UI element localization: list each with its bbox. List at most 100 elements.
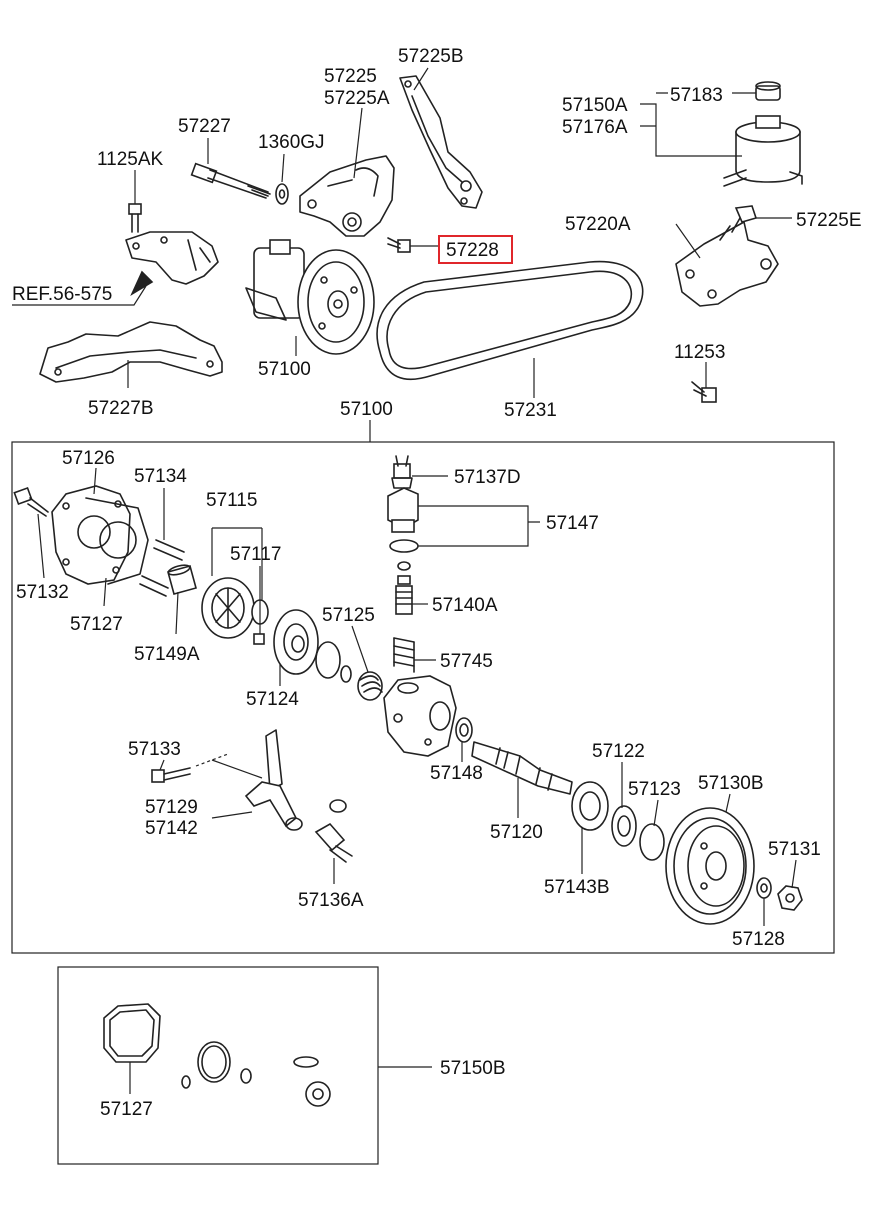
label-57225b[interactable]: 57225B <box>398 46 464 67</box>
bolt-57132-drawing <box>13 486 49 517</box>
label-1125ak[interactable]: 1125AK <box>97 149 164 170</box>
label-57136a[interactable]: 57136A <box>298 890 364 911</box>
spring-57125-drawing <box>357 671 383 701</box>
label-57147[interactable]: 57147 <box>546 513 599 534</box>
leader-57149a <box>175 591 179 635</box>
bracket-57225b-drawing <box>399 75 483 209</box>
label-57122[interactable]: 57122 <box>592 741 645 762</box>
union-57147-drawing <box>387 487 419 553</box>
bracket-ref-drawing <box>125 231 219 285</box>
label-57123[interactable]: 57123 <box>628 779 681 800</box>
bolt-57227-drawing <box>190 162 271 199</box>
label-57130b[interactable]: 57130B <box>698 773 764 794</box>
label-57220a[interactable]: 57220A <box>565 214 631 235</box>
leader-57123 <box>653 799 659 827</box>
leader-57127a <box>103 577 107 607</box>
label-57100-top[interactable]: 57100 <box>258 359 311 380</box>
leader-57225b <box>413 67 429 91</box>
pump-57100-drawing <box>245 239 375 355</box>
label-ref-56-575[interactable]: REF.56-575 <box>12 284 112 305</box>
bolt-57228-drawing <box>387 237 411 253</box>
label-57225[interactable]: 57225 <box>324 66 377 87</box>
label-57100-exploded[interactable]: 57100 <box>340 399 393 420</box>
reservoir-57150a-drawing <box>723 115 803 187</box>
label-57143b[interactable]: 57143B <box>544 877 610 898</box>
label-57227[interactable]: 57227 <box>178 116 231 137</box>
pipe-57129-drawing <box>244 729 303 831</box>
label-57225a[interactable]: 57225A <box>324 88 390 109</box>
leader-57129 <box>211 811 253 819</box>
label-57126[interactable]: 57126 <box>62 448 115 469</box>
leader-ref <box>12 285 147 306</box>
label-57150b[interactable]: 57150B <box>440 1058 506 1079</box>
label-57148[interactable]: 57148 <box>430 763 483 784</box>
label-1360gj[interactable]: 1360GJ <box>258 132 325 153</box>
leader-57220a <box>675 223 701 259</box>
leader-57150a <box>640 92 742 157</box>
ref-arrow-icon <box>130 270 154 297</box>
label-57134[interactable]: 57134 <box>134 466 187 487</box>
label-57124[interactable]: 57124 <box>246 689 299 710</box>
label-57132[interactable]: 57132 <box>16 582 69 603</box>
seal-57148-drawing <box>455 717 473 743</box>
fitting-57137d-drawing <box>391 455 413 489</box>
label-57117[interactable]: 57117 <box>230 544 281 565</box>
gasket-kit-parts-drawing <box>103 1003 331 1107</box>
pulley-57130b-drawing <box>665 807 755 925</box>
leader-57130b <box>725 793 731 813</box>
label-57745[interactable]: 57745 <box>440 651 493 672</box>
label-57176a[interactable]: 57176A <box>562 117 628 138</box>
gasket-kit-frame <box>57 966 379 1165</box>
connector-57136a-drawing <box>314 822 353 863</box>
label-57127-kit[interactable]: 57127 <box>100 1099 153 1120</box>
label-57137d[interactable]: 57137D <box>454 467 521 488</box>
label-11253[interactable]: 11253 <box>674 342 725 363</box>
nut-57131-drawing <box>777 885 803 911</box>
highlight-box-57228 <box>438 235 513 264</box>
leader-57132 <box>37 513 45 579</box>
label-57140a[interactable]: 57140A <box>432 595 498 616</box>
leader-57147 <box>418 505 540 547</box>
bracket-57220a-drawing <box>675 217 779 307</box>
label-57129[interactable]: 57129 <box>145 797 198 818</box>
label-57183[interactable]: 57183 <box>670 85 723 106</box>
label-57128[interactable]: 57128 <box>732 929 785 950</box>
label-57150a[interactable]: 57150A <box>562 95 628 116</box>
ring-57123-drawing <box>639 823 665 861</box>
pump-body-drawing <box>383 675 457 757</box>
leader-1360gj <box>281 153 285 183</box>
label-57149a[interactable]: 57149A <box>134 644 200 665</box>
shaft-57120-drawing <box>471 741 573 795</box>
valve-57140a-drawing <box>395 561 413 615</box>
spring-57745-drawing <box>393 637 415 673</box>
belt-57231-drawing <box>376 260 644 380</box>
label-57227b[interactable]: 57227B <box>88 398 154 419</box>
label-57228[interactable]: 57228 <box>446 240 499 261</box>
washer-57128-drawing <box>756 877 772 899</box>
leader-57131 <box>791 859 797 889</box>
seal-57122-drawing <box>611 805 637 847</box>
bolt-1125ak-drawing <box>128 203 142 233</box>
sleeve-57149a-drawing <box>167 564 197 595</box>
shield-57227b-drawing <box>39 321 223 383</box>
oring-small-drawing <box>329 799 347 813</box>
cover-57126-drawing <box>51 485 149 585</box>
rotor-57115-drawing <box>201 577 269 645</box>
bolt-57133-drawing <box>151 767 191 783</box>
label-57125[interactable]: 57125 <box>322 605 375 626</box>
label-57131[interactable]: 57131 <box>768 839 821 860</box>
cap-57183-drawing <box>755 81 781 101</box>
washer-1360gj-drawing <box>275 183 289 205</box>
leader-57126 <box>93 467 97 495</box>
leader-57133 <box>159 759 165 771</box>
label-57115[interactable]: 57115 <box>206 490 257 511</box>
label-57231[interactable]: 57231 <box>504 400 557 421</box>
label-57133[interactable]: 57133 <box>128 739 181 760</box>
label-57127-exploded[interactable]: 57127 <box>70 614 123 635</box>
label-57225e[interactable]: 57225E <box>796 210 862 231</box>
guide-57133b <box>211 759 263 779</box>
label-57142[interactable]: 57142 <box>145 818 198 839</box>
label-57120[interactable]: 57120 <box>490 822 543 843</box>
bearing-57124-drawing <box>273 609 319 675</box>
